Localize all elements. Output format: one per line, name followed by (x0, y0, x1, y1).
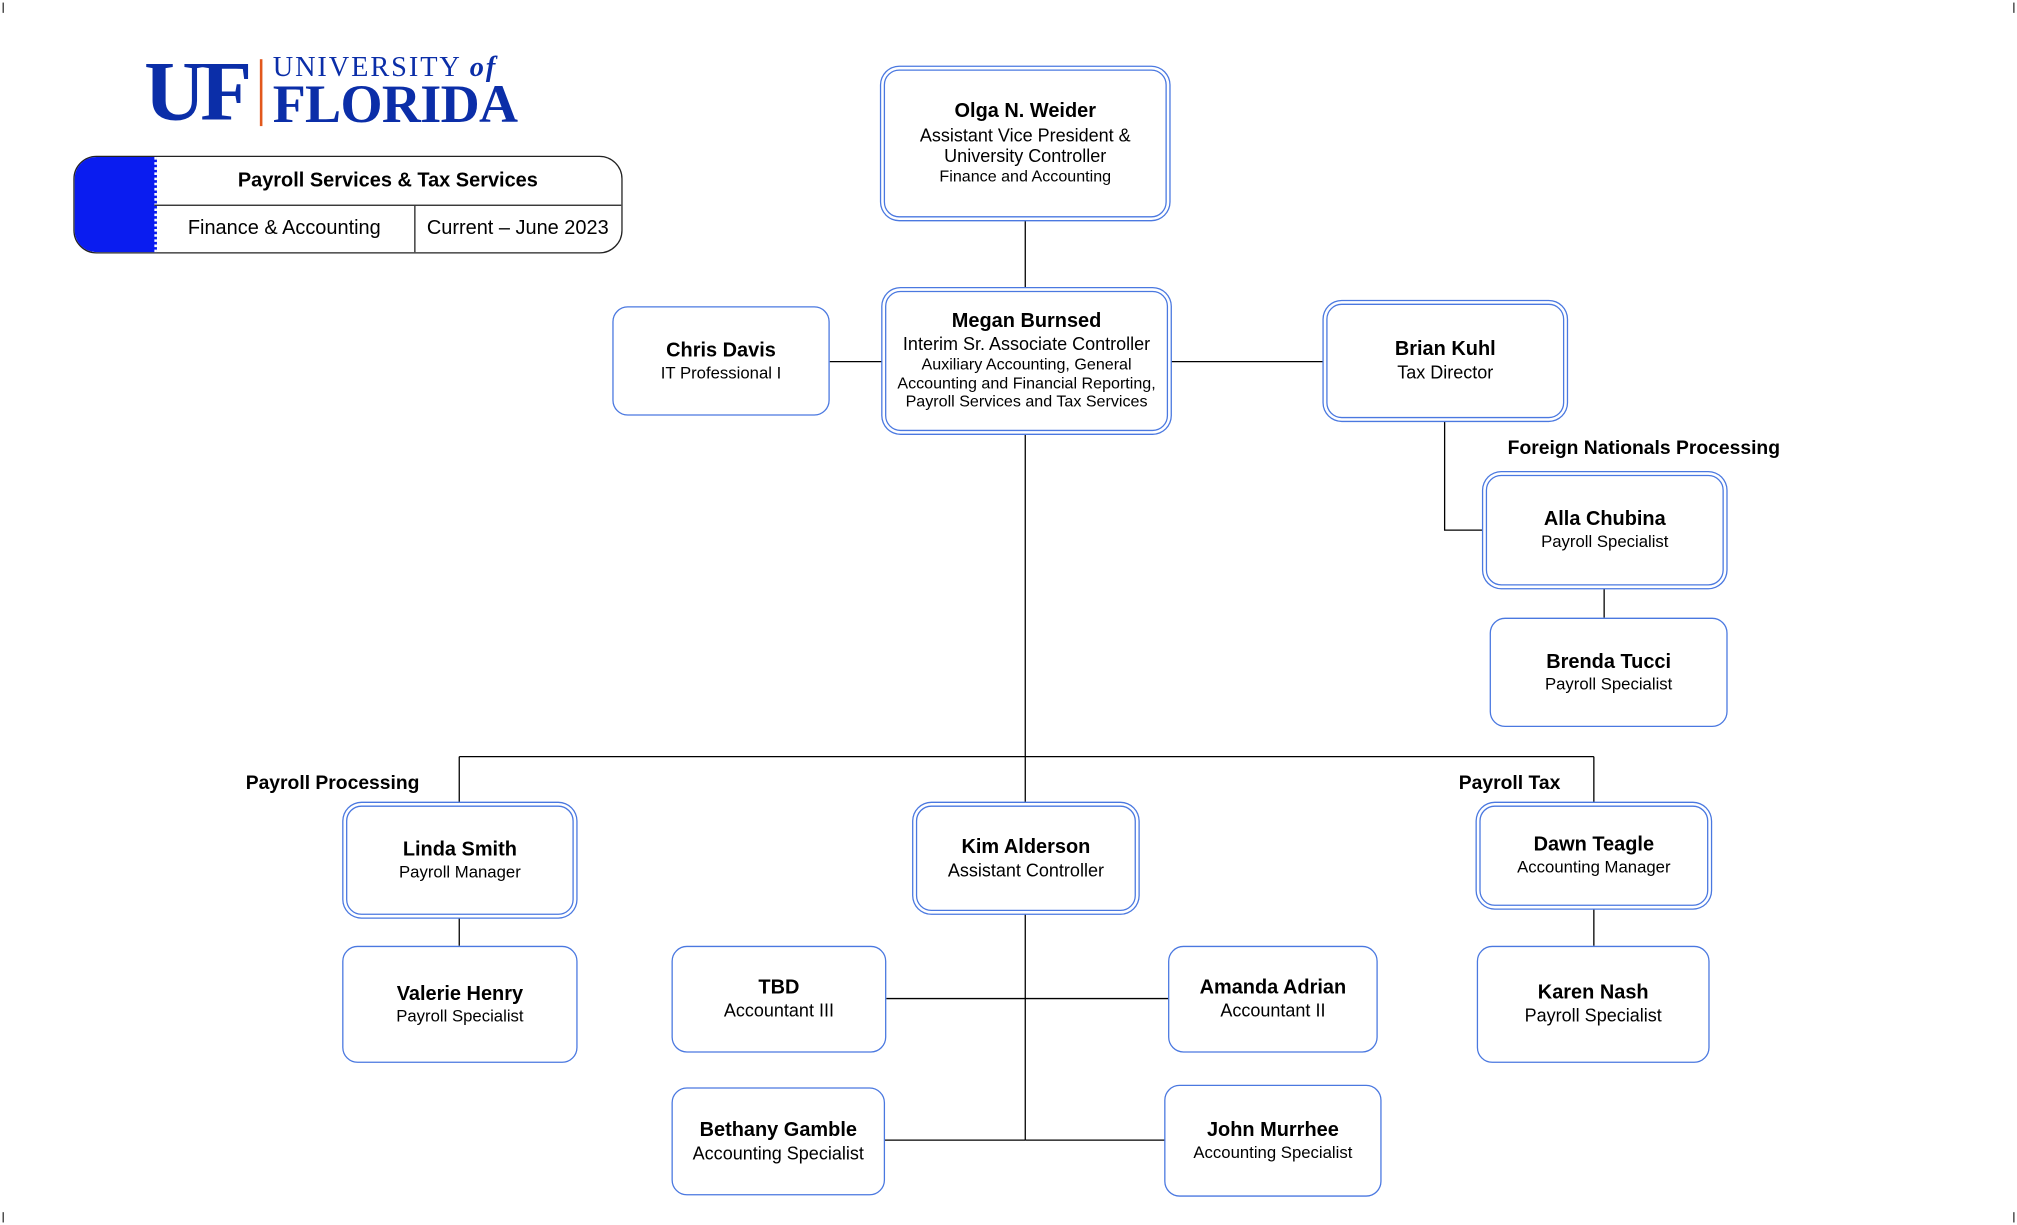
group-label-payroll-processing: Payroll Processing (245, 772, 420, 794)
corner-mark (2, 2, 4, 13)
person-box-olga: Olga N. Weider Assistant Vice President … (883, 69, 1167, 218)
logo-line2: FLORIDA (272, 76, 518, 136)
person-box-karen: Karen Nash Payroll Specialist (1476, 945, 1710, 1063)
person-title: Payroll Manager (399, 862, 521, 882)
person-title: Accountant III (723, 1000, 834, 1021)
person-box-megan: Megan Burnsed Interim Sr. Associate Cont… (885, 290, 1169, 432)
connector-brian-alla (1443, 420, 1486, 531)
person-title: Payroll Specialist (396, 1006, 524, 1026)
logo-divider (259, 59, 263, 127)
person-box-valerie: Valerie Henry Payroll Specialist (342, 945, 578, 1063)
chart-title: Payroll Services & Tax Services (154, 157, 622, 206)
person-name: Megan Burnsed (951, 310, 1102, 332)
department-label: Finance & Accounting (154, 205, 416, 253)
person-name: Dawn Teagle (1533, 834, 1655, 856)
title-tab (74, 156, 157, 253)
person-title: Accounting Specialist (1193, 1142, 1353, 1162)
person-box-kim: Kim Alderson Assistant Controller (915, 805, 1136, 912)
logo-of: of (469, 50, 498, 83)
person-name: Chris Davis (666, 339, 776, 362)
person-unit: Finance and Accounting (939, 167, 1112, 186)
person-name: Alla Chubina (1543, 508, 1666, 531)
person-title: Payroll Specialist (1544, 674, 1673, 694)
person-name: Amanda Adrian (1199, 976, 1347, 999)
corner-mark (2, 1212, 4, 1223)
person-name: Karen Nash (1537, 981, 1649, 1004)
person-box-linda: Linda Smith Payroll Manager (346, 805, 574, 915)
logo-mark: UF (144, 45, 252, 139)
person-box-amanda: Amanda Adrian Accountant II (1168, 945, 1378, 1053)
person-box-brian: Brian Kuhl Tax Director (1326, 303, 1565, 419)
title-block: Payroll Services & Tax Services Finance … (73, 155, 623, 254)
person-title: Interim Sr. Associate Controller (902, 333, 1151, 355)
person-title: Payroll Specialist (1541, 532, 1669, 552)
person-title: Accounting Specialist (692, 1142, 864, 1164)
person-name: Bethany Gamble (699, 1118, 857, 1141)
person-unit: Auxiliary Accounting, General Accounting… (897, 354, 1156, 411)
date-label: Current – June 2023 (426, 217, 609, 240)
person-title: Assistant Vice President & University Co… (919, 124, 1131, 167)
person-name: Brenda Tucci (1546, 650, 1672, 673)
person-box-dawn: Dawn Teagle Accounting Manager (1479, 805, 1709, 906)
person-title: Payroll Specialist (1524, 1005, 1662, 1027)
person-title: IT Professional I (660, 362, 782, 383)
logo-wordmark: UNIVERSITY of FLORIDA (272, 50, 518, 136)
person-box-bethany: Bethany Gamble Accounting Specialist (671, 1087, 886, 1196)
person-box-brenda: Brenda Tucci Payroll Specialist (1489, 617, 1728, 728)
person-name: Brian Kuhl (1394, 338, 1496, 361)
person-name: Valerie Henry (396, 982, 524, 1005)
logo-line1: UNIVERSITY (272, 50, 461, 83)
corner-mark (2013, 2, 2015, 13)
person-box-tbd: TBD Accountant III (671, 945, 887, 1053)
corner-mark (2013, 1212, 2015, 1223)
university-logo: UF UNIVERSITY of FLORIDA (144, 50, 518, 136)
group-label-payroll-tax: Payroll Tax (1458, 772, 1561, 794)
person-box-john: John Murrhee Accounting Specialist (1164, 1084, 1382, 1197)
person-box-alla: Alla Chubina Payroll Specialist (1485, 474, 1724, 586)
person-title: Accounting Manager (1517, 857, 1671, 877)
person-name: John Murrhee (1206, 1119, 1339, 1141)
person-name: Olga N. Weider (954, 100, 1096, 123)
person-name: Linda Smith (402, 838, 517, 861)
group-label-foreign-nationals: Foreign Nationals Processing (1507, 437, 1781, 460)
person-box-chris: Chris Davis IT Professional I (612, 306, 830, 416)
person-title: Tax Director (1397, 362, 1494, 383)
person-title: Accountant II (1220, 1000, 1326, 1021)
person-title: Assistant Controller (947, 859, 1104, 881)
person-name: Kim Alderson (961, 835, 1091, 858)
person-name: TBD (758, 976, 800, 999)
